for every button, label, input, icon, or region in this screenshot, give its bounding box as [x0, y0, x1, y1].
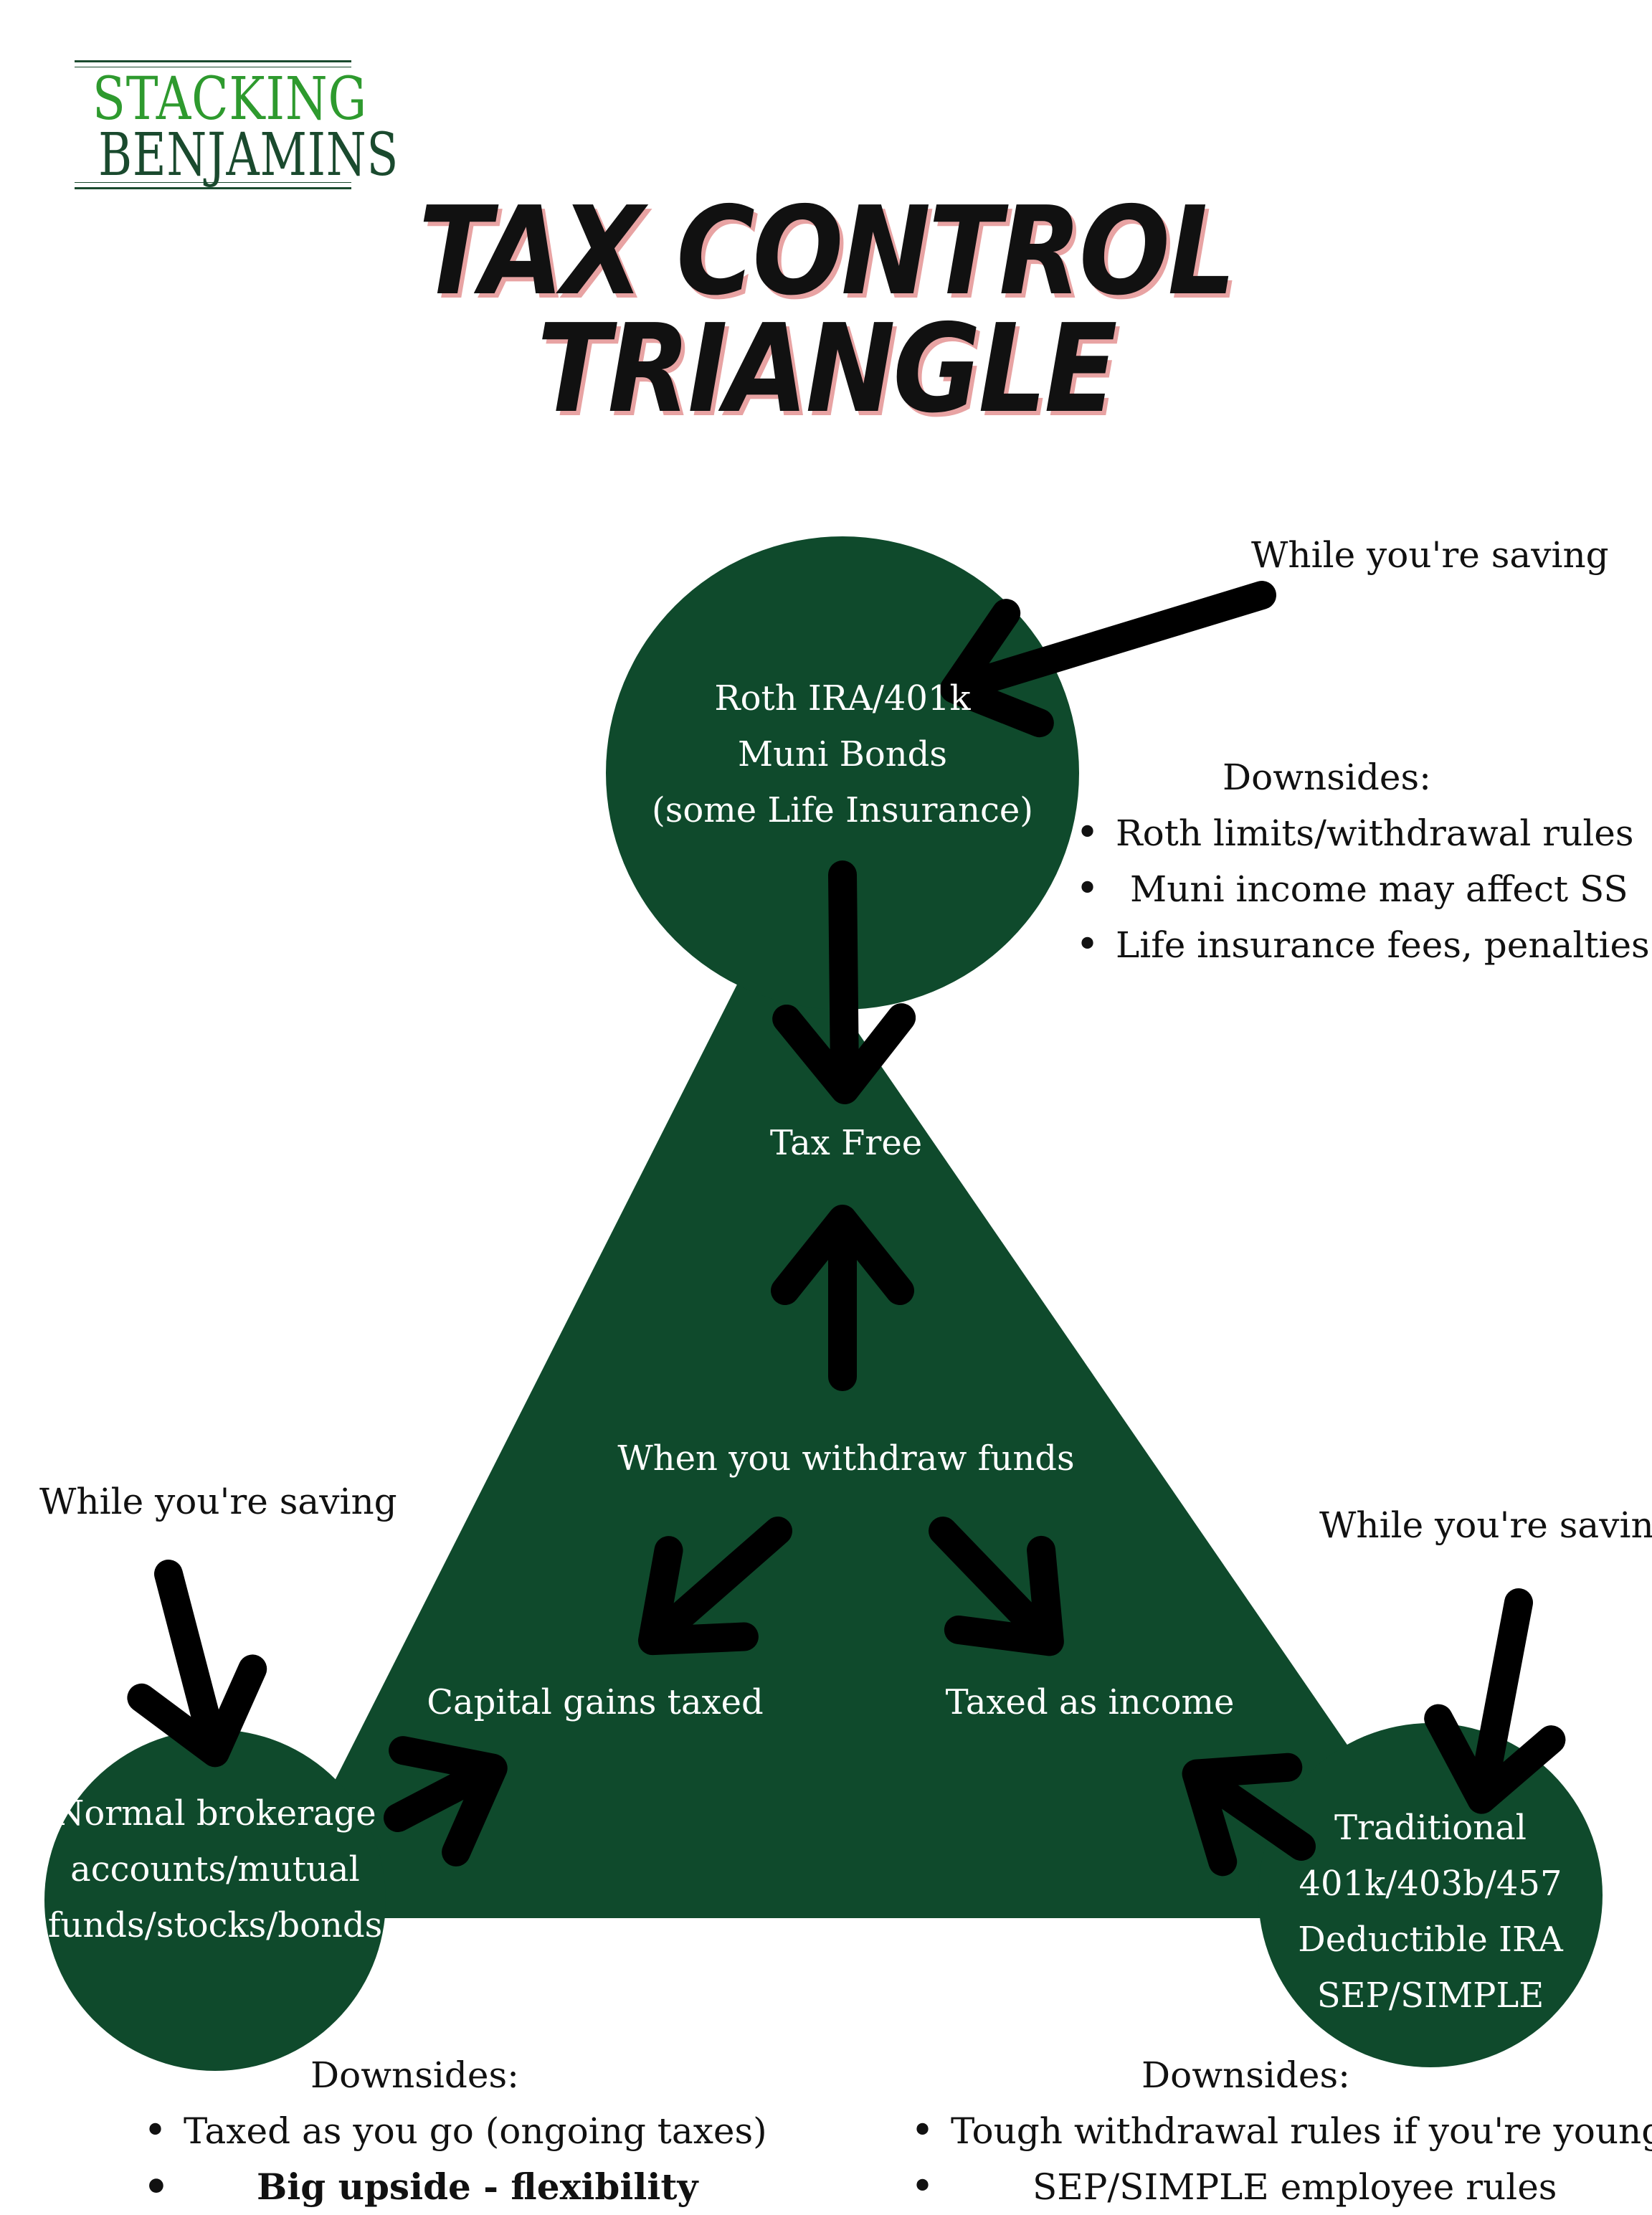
downside-item: Muni income may affect SS	[1076, 861, 1650, 917]
downside-item: Tough withdrawal rules if you're young	[911, 2103, 1652, 2159]
arrow-top-to-taxfree	[772, 860, 916, 1104]
arrow-top-saving	[939, 581, 1276, 738]
downside-item: Big upside - flexibility	[143, 2159, 767, 2215]
capital-gains-label: Capital gains taxed	[427, 1682, 764, 1722]
tax-free-label: Tax Free	[769, 1123, 923, 1163]
saving-label-left: While you're saving	[39, 1481, 397, 1522]
logo-line1: STACKING	[92, 65, 368, 133]
saving-label-right: While you're saving	[1319, 1504, 1652, 1546]
arrow-left-saving	[127, 1560, 267, 1768]
arrow-withdraw-to-capgains	[637, 1517, 792, 1656]
logo-top-rule	[75, 60, 351, 67]
left-node-line: accounts/mutual	[70, 1849, 360, 1889]
top-node-line: Muni Bonds	[737, 734, 948, 774]
downsides-top-heading: Downsides:	[1223, 756, 1431, 798]
taxed-income-label: Taxed as income	[945, 1682, 1235, 1722]
withdraw-label: When you withdraw funds	[617, 1438, 1075, 1479]
downsides-top-list: Roth limits/withdrawal rules Muni income…	[1076, 805, 1650, 973]
left-node-line: Normal brokerage	[54, 1793, 376, 1834]
downside-item: SEP/SIMPLE employee rules	[911, 2159, 1652, 2215]
left-circle	[44, 1730, 386, 2071]
logo: STACKING BENJAMINS	[66, 57, 399, 191]
logo-bottom-rule	[75, 182, 351, 189]
saving-label-top: While you're saving	[1251, 534, 1609, 576]
logo-line2: BENJAMINS	[98, 121, 399, 189]
downside-item: Life insurance fees, penalties	[1076, 917, 1650, 973]
arrow-right-saving	[1424, 1588, 1566, 1814]
downsides-left-heading: Downsides:	[310, 2054, 519, 2096]
arrow-right-to-income	[1182, 1752, 1316, 1877]
right-node-line: SEP/SIMPLE	[1316, 1976, 1544, 2016]
top-node-text: Roth IRA/401k Muni Bonds (some Life Insu…	[606, 670, 1079, 838]
top-node-line: (some Life Insurance)	[651, 790, 1033, 830]
downside-item: Taxed as you go (ongoing taxes)	[143, 2103, 767, 2159]
right-node-line: Traditional	[1334, 1808, 1527, 1848]
page-title-line2: TRIANGLE	[536, 298, 1118, 440]
right-node-line: 401k/403b/457	[1299, 1864, 1562, 1904]
downside-item: Roth limits/withdrawal rules	[1076, 805, 1650, 861]
triangle-shape	[265, 911, 1466, 1918]
left-node-text: Normal brokerage accounts/mutual funds/s…	[29, 1785, 402, 1953]
arrow-withdraw-to-income	[929, 1517, 1064, 1656]
page-title-line1: TAX CONTROL	[418, 181, 1236, 323]
arrow-left-to-capgains	[384, 1736, 508, 1867]
right-node-text: Traditional 401k/403b/457 Deductible IRA…	[1258, 1800, 1603, 2024]
right-node-line: Deductible IRA	[1298, 1920, 1563, 1960]
downsides-left-list: Taxed as you go (ongoing taxes) Big upsi…	[143, 2103, 767, 2215]
top-node-line: Roth IRA/401k	[714, 678, 971, 718]
downsides-right-list: Tough withdrawal rules if you're young S…	[911, 2103, 1652, 2215]
left-node-line: funds/stocks/bonds	[47, 1905, 383, 1945]
downsides-right-heading: Downsides:	[1141, 2054, 1350, 2096]
